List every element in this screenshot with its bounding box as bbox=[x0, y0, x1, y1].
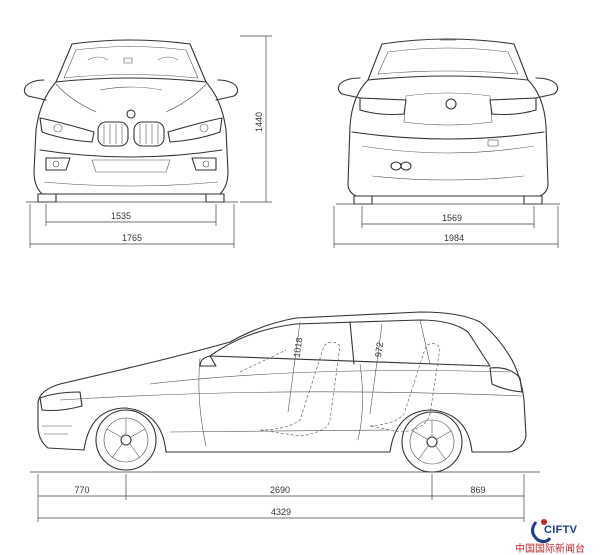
rear-track-label: 1569 bbox=[442, 213, 462, 223]
wheelbase-label: 2690 bbox=[270, 485, 290, 495]
rear-width-label: 1984 bbox=[444, 233, 464, 243]
height-label: 1440 bbox=[254, 112, 264, 132]
watermark-chinese: 中国国际新闻台 bbox=[515, 544, 585, 555]
rear-overhang-label: 869 bbox=[470, 485, 485, 495]
front-dimensions: 1535 1765 1440 bbox=[29, 35, 272, 248]
rear-view bbox=[336, 38, 560, 205]
front-width-label: 1765 bbox=[122, 233, 142, 243]
watermark-brand: CIFTV bbox=[544, 524, 578, 536]
front-wheel bbox=[95, 409, 157, 471]
side-view: 1018 972 bbox=[30, 311, 540, 473]
headroom-front-label: 1018 bbox=[292, 337, 305, 358]
front-track-label: 1535 bbox=[111, 211, 131, 221]
length-label: 4329 bbox=[271, 507, 291, 517]
watermark-logo bbox=[531, 519, 552, 544]
side-dimensions: 770 2690 869 4329 bbox=[37, 474, 525, 522]
front-view bbox=[23, 39, 239, 203]
rear-wheel bbox=[401, 411, 463, 473]
front-overhang-label: 770 bbox=[74, 485, 89, 495]
rear-dimensions: 1569 1984 bbox=[333, 206, 559, 248]
headroom-rear-label: 972 bbox=[373, 341, 385, 357]
